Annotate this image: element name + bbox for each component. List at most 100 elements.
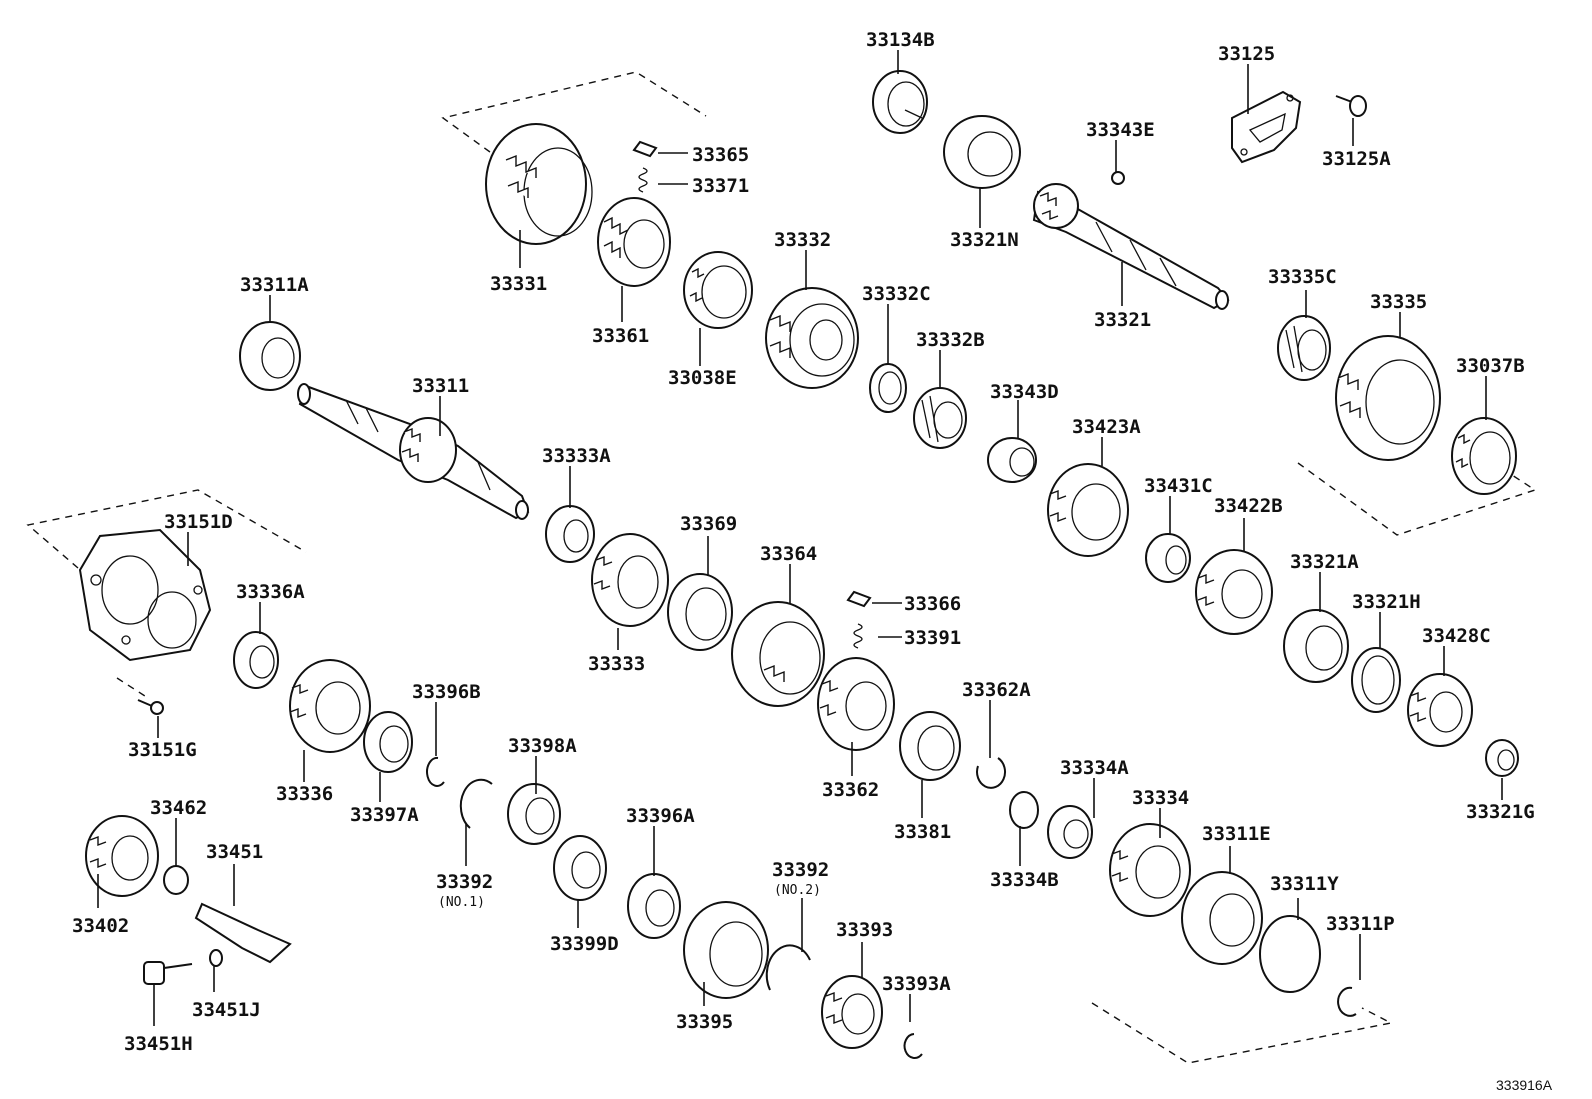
label-33336A: 33336A xyxy=(236,581,305,603)
part-33451H xyxy=(143,961,193,985)
label-33125: 33125 xyxy=(1218,43,1275,65)
label-33335: 33335 xyxy=(1370,291,1427,313)
part-33151D xyxy=(78,528,212,662)
label-33311P: 33311P xyxy=(1326,913,1395,935)
label-33343E: 33343E xyxy=(1086,119,1155,141)
label-33332: 33332 xyxy=(774,229,831,251)
part-33311E xyxy=(1181,871,1263,965)
label-33334A: 33334A xyxy=(1060,757,1129,779)
label-33381: 33381 xyxy=(894,821,951,843)
part-33335 xyxy=(1335,335,1441,461)
parts xyxy=(78,70,1519,1059)
part-33343D xyxy=(987,437,1037,483)
label-33428C: 33428C xyxy=(1422,625,1491,647)
part-33321 xyxy=(1032,183,1230,310)
part-33336A xyxy=(233,631,279,689)
part-33332 xyxy=(765,287,859,389)
part-33321N xyxy=(943,115,1021,189)
part-33321H xyxy=(1351,647,1401,713)
part-33423A xyxy=(1047,463,1129,557)
part-33431C xyxy=(1145,533,1191,583)
part-33393 xyxy=(821,975,883,1049)
label-33399D: 33399D xyxy=(550,933,619,955)
label-33364: 33364 xyxy=(760,543,817,565)
part-labels: 33134B 33125 33365 33343E 33371 33125A 3… xyxy=(72,29,1553,1093)
part-33333A xyxy=(545,505,595,563)
label-33431C: 33431C xyxy=(1144,475,1213,497)
part-33331 xyxy=(485,123,593,245)
label-33331: 33331 xyxy=(490,273,547,295)
note-no2: (NO.2) xyxy=(774,883,821,898)
part-33362 xyxy=(817,657,895,751)
label-33361: 33361 xyxy=(592,325,649,347)
part-33311P xyxy=(1337,986,1357,1017)
part-33451 xyxy=(194,902,292,964)
label-33321: 33321 xyxy=(1094,309,1151,331)
part-33398A xyxy=(507,783,561,845)
label-33393: 33393 xyxy=(836,919,893,941)
part-33321G xyxy=(1485,739,1519,777)
label-33038E: 33038E xyxy=(668,367,737,389)
part-33395 xyxy=(683,901,769,999)
leader-lines xyxy=(97,50,1503,1026)
part-33311 xyxy=(297,383,530,520)
part-33366 xyxy=(846,590,872,608)
label-33125A: 33125A xyxy=(1322,148,1391,170)
part-33343E xyxy=(1111,171,1125,185)
part-33334A xyxy=(1047,805,1093,859)
part-33333 xyxy=(591,533,669,627)
label-33321A: 33321A xyxy=(1290,551,1359,573)
label-33451H: 33451H xyxy=(124,1033,193,1055)
label-33362: 33362 xyxy=(822,779,879,801)
label-33333A: 33333A xyxy=(542,445,611,467)
part-33332B xyxy=(913,387,967,449)
label-33396A: 33396A xyxy=(626,805,695,827)
part-33321A xyxy=(1283,609,1349,683)
label-33396B: 33396B xyxy=(412,681,481,703)
label-33393A: 33393A xyxy=(882,973,951,995)
part-33451J xyxy=(209,949,223,967)
part-33134B xyxy=(872,70,928,134)
part-33037B xyxy=(1451,417,1517,495)
part-33362A xyxy=(976,757,1007,789)
part-33381 xyxy=(899,711,961,781)
part-33335C xyxy=(1277,315,1331,381)
label-33311E: 33311E xyxy=(1202,823,1271,845)
label-33151G: 33151G xyxy=(128,739,197,761)
part-33364 xyxy=(731,601,825,707)
label-33334B: 33334B xyxy=(990,869,1059,891)
figure-reference: 333916A xyxy=(1496,1077,1553,1093)
label-33398A: 33398A xyxy=(508,735,577,757)
group-outlines xyxy=(26,71,1537,1064)
label-33402: 33402 xyxy=(72,915,129,937)
part-33361 xyxy=(597,197,671,287)
label-33343D: 33343D xyxy=(990,381,1059,403)
label-33423A: 33423A xyxy=(1072,416,1141,438)
part-33462 xyxy=(163,865,189,895)
label-33321N: 33321N xyxy=(950,229,1019,251)
label-33365: 33365 xyxy=(692,144,749,166)
label-33369: 33369 xyxy=(680,513,737,535)
part-33151G xyxy=(137,699,164,715)
label-33332B: 33332B xyxy=(916,329,985,351)
label-33321G: 33321G xyxy=(1466,801,1535,823)
part-33392-no1 xyxy=(459,778,493,829)
part-33311Y xyxy=(1259,915,1321,993)
part-33038E xyxy=(683,251,753,329)
label-33395: 33395 xyxy=(676,1011,733,1033)
note-no1: (NO.1) xyxy=(438,895,485,910)
label-33462: 33462 xyxy=(150,797,207,819)
part-33393A xyxy=(903,1033,923,1059)
label-33451J: 33451J xyxy=(192,999,261,1021)
part-33397A xyxy=(363,711,413,773)
part-33334 xyxy=(1109,823,1191,917)
label-33334: 33334 xyxy=(1132,787,1189,809)
part-33311A xyxy=(239,321,301,391)
label-33335C: 33335C xyxy=(1268,266,1337,288)
part-33428C xyxy=(1407,673,1473,747)
part-33396B xyxy=(426,756,445,787)
part-33125A xyxy=(1335,95,1367,117)
label-33391: 33391 xyxy=(904,627,961,649)
part-33334B xyxy=(1009,791,1039,829)
label-33392-no2: 33392 xyxy=(772,859,829,881)
